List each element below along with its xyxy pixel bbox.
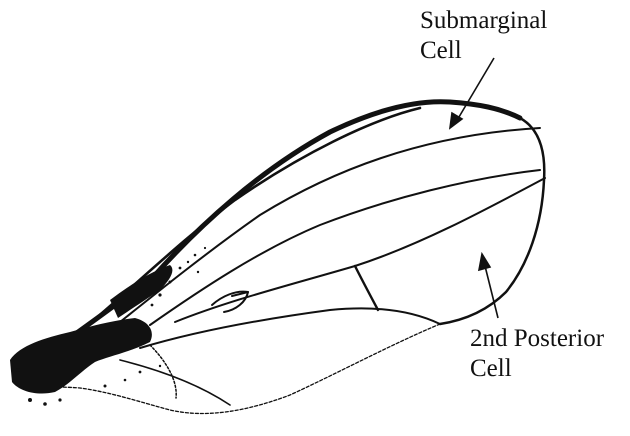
vein-r4-5 [150,170,540,325]
crossvein-posterior [355,266,378,310]
posterior-label-line1: 2nd Posterior [470,324,604,354]
annotation-arrows [450,58,498,318]
submarginal-arrow [456,58,494,122]
basal-lobe [150,345,176,398]
wing-base-shading [10,318,152,394]
submarginal-cell-label: Submarginal Cell [420,6,547,66]
submarginal-label-line2: Cell [420,36,547,66]
wing-base [10,265,172,394]
basal-vein-cluster [110,265,172,318]
posterior-arrowhead [479,254,490,270]
posterior-arrow [484,262,498,318]
second-posterior-cell-label: 2nd Posterior Cell [470,324,604,384]
vein-m3-4 [140,308,440,348]
submarginal-label-line1: Submarginal [420,6,547,36]
wing-outline [22,102,544,414]
vein-r2-3 [110,128,540,330]
posterior-label-line2: Cell [470,354,604,384]
